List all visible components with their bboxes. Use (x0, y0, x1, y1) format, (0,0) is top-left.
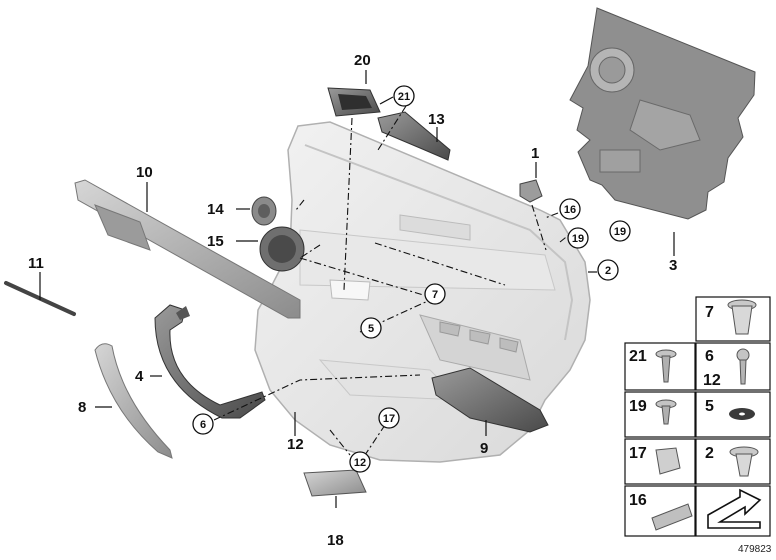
fastener-legend-table: 7 21 6 12 19 5 17 2 16 (624, 296, 771, 537)
callout-1: 1 (531, 145, 539, 162)
collar-screw-icon (655, 399, 677, 425)
upper-trim-strip-part (74, 179, 301, 319)
circled-callouts: 21 7 5 16 19 19 2 6 17 12 (192, 85, 631, 473)
rivet-clip-icon (729, 446, 759, 477)
retaining-clip-icon (651, 503, 693, 531)
svg-text:19: 19 (572, 233, 584, 245)
svg-text:7: 7 (432, 289, 438, 301)
grab-handle-cover-part (94, 343, 173, 459)
circled-callout-2: 2 (597, 259, 619, 281)
callout-8: 8 (78, 399, 86, 416)
screw-icon (736, 348, 750, 385)
svg-text:17: 17 (383, 413, 395, 425)
washer-icon (729, 408, 755, 420)
legend-cell-2 (695, 438, 771, 485)
svg-text:21: 21 (398, 91, 410, 103)
handle-carrier-part (154, 304, 266, 419)
reference-number: 479823 (738, 544, 772, 555)
callout-9: 9 (480, 440, 488, 457)
callout-13: 13 (428, 111, 445, 128)
legend-label-2: 2 (705, 445, 714, 462)
callout-10: 10 (136, 164, 153, 181)
clip-nut-icon (655, 447, 681, 475)
callout-18: 18 (327, 532, 344, 549)
circled-callout-16: 16 (559, 198, 581, 220)
legend-label-12: 12 (703, 372, 721, 389)
callout-labels: 20 13 1 10 14 15 11 4 8 12 9 18 3 (28, 52, 677, 549)
leader-lines (39, 70, 675, 508)
circled-callout-6: 6 (192, 413, 214, 435)
callout-3: 3 (669, 257, 677, 274)
legend-label-19: 19 (629, 398, 647, 415)
cover-cap-part (303, 469, 367, 497)
screw-washer-icon (655, 349, 677, 383)
speaker-grille-part (259, 226, 305, 272)
circled-callout-21: 21 (393, 85, 415, 107)
callout-11: 11 (28, 255, 44, 272)
callout-15: 15 (207, 233, 224, 250)
assembly-direction-arrow-icon (707, 488, 762, 529)
legend-label-7: 7 (705, 304, 714, 321)
legend-label-16: 16 (629, 492, 647, 509)
legend-label-17: 17 (629, 445, 647, 462)
clip-part-1 (519, 179, 543, 203)
circled-callout-19b: 19 (609, 220, 631, 242)
expansion-rivet-icon (727, 299, 757, 335)
circled-callout-17: 17 (378, 407, 400, 429)
circled-callout-5: 5 (360, 317, 382, 339)
ambient-light-part (327, 87, 381, 117)
legend-cell-6-12 (695, 342, 771, 391)
bracket-part (377, 111, 451, 161)
door-trim-panel-part (254, 121, 591, 463)
svg-text:5: 5 (368, 323, 374, 335)
callout-4: 4 (135, 368, 144, 385)
svg-text:19: 19 (614, 226, 626, 238)
circled-callout-19a: 19 (567, 227, 589, 249)
dash-leaders (213, 105, 576, 456)
svg-text:12: 12 (354, 457, 366, 469)
svg-text:6: 6 (200, 419, 206, 431)
sound-insulation-part (569, 7, 756, 220)
callout-12: 12 (287, 436, 304, 453)
svg-text:16: 16 (564, 204, 576, 216)
legend-label-6: 6 (705, 348, 714, 365)
circled-callout-7: 7 (424, 283, 446, 305)
legend-cell-19 (624, 391, 696, 438)
legend-label-21: 21 (629, 348, 647, 365)
callout-20: 20 (354, 52, 371, 69)
legend-label-5: 5 (705, 398, 714, 415)
callout-14: 14 (207, 201, 224, 218)
circled-callout-12: 12 (349, 451, 371, 473)
legend-cell-17 (624, 438, 696, 485)
armrest-part (431, 367, 549, 433)
svg-text:2: 2 (605, 265, 611, 277)
tweeter-part (251, 196, 277, 226)
